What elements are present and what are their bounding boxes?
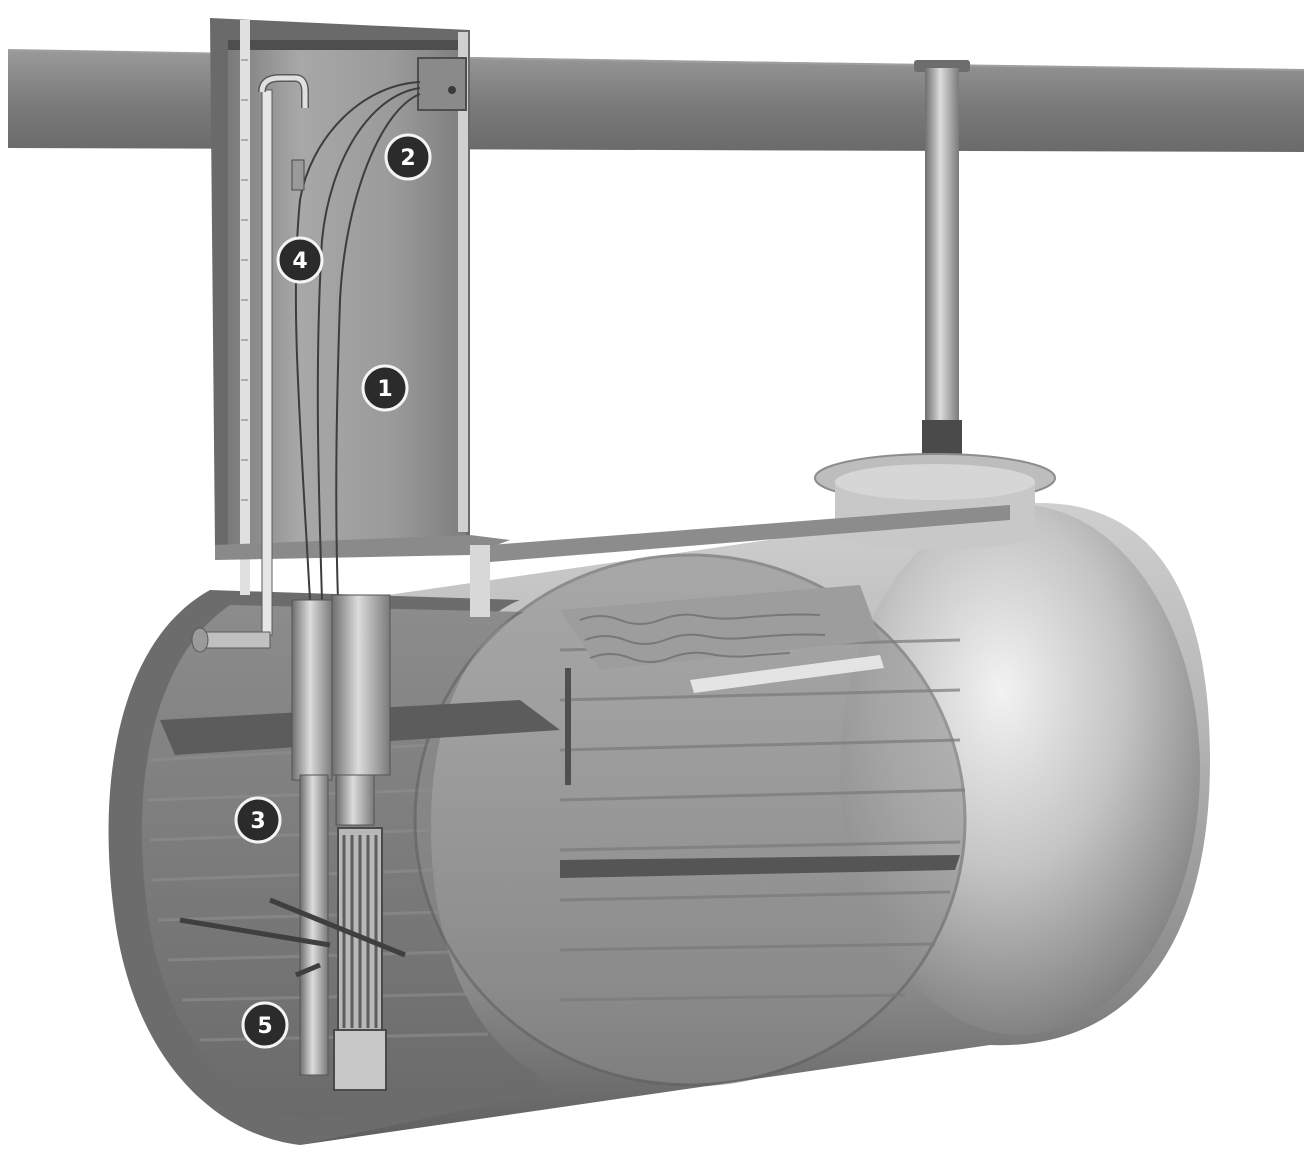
svg-text:5: 5 (257, 1014, 272, 1039)
svg-text:3: 3 (250, 809, 265, 834)
vapor-tube (191, 74, 309, 653)
tank-cutaway-interior (108, 553, 967, 1145)
callout-2: 2 (384, 133, 432, 181)
svg-text:2: 2 (400, 146, 415, 171)
svg-text:1: 1 (377, 377, 392, 402)
submersible-pump (179, 594, 406, 1091)
ground-band (8, 50, 1304, 152)
callout-5: 5 (241, 1001, 289, 1049)
junction-box (417, 57, 467, 111)
callout-4: 4 (276, 236, 324, 284)
callout-1: 1 (361, 364, 409, 412)
svg-text:4: 4 (292, 249, 307, 274)
callout-3: 3 (234, 796, 282, 844)
